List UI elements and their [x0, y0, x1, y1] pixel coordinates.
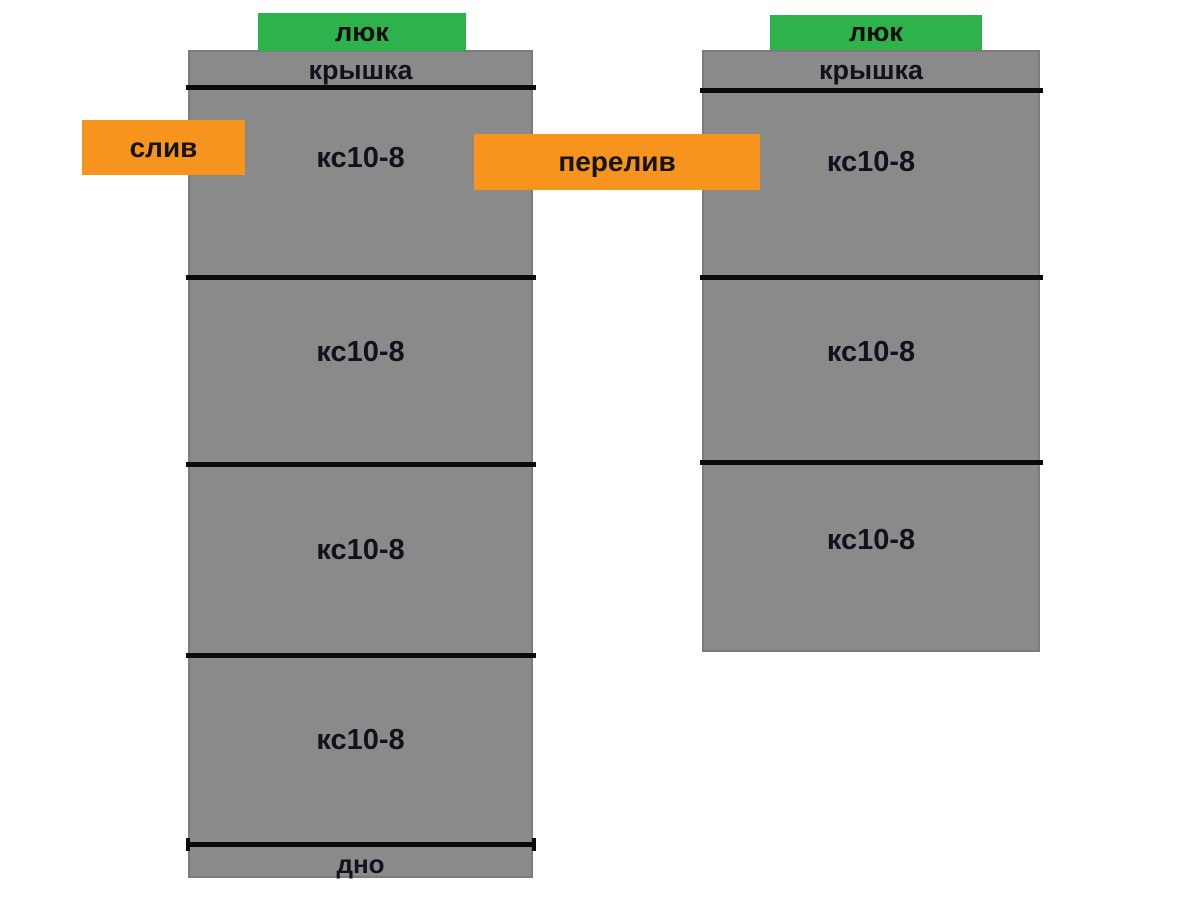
overflow-callout-label: перелив: [558, 146, 676, 177]
right-well-cover-label: крышка: [818, 55, 924, 85]
bottom-slab-line: [186, 838, 536, 851]
drain-callout-label: слив: [129, 131, 198, 163]
left-well-hatch: люк: [258, 13, 466, 51]
ring-joint-line: [186, 462, 536, 467]
ring-joint-line: [700, 275, 1043, 280]
ring-label: кс10-8: [316, 336, 405, 368]
left-well-cover-label: крышка: [308, 55, 413, 85]
ring-label: кс10-8: [316, 142, 405, 174]
ring-label: кс10-8: [316, 724, 405, 756]
left-well-hatch-label: люк: [335, 16, 389, 47]
ring-label: кс10-8: [826, 146, 916, 178]
ring-joint-line: [186, 85, 536, 90]
line-end-tick: [532, 838, 536, 851]
ring-joint-line: [700, 88, 1043, 93]
ring-label: кс10-8: [316, 534, 405, 566]
ring-joint-line: [186, 275, 536, 280]
ring-label: кс10-8: [826, 336, 916, 368]
line-end-tick: [186, 838, 190, 851]
overflow-callout: перелив: [474, 134, 760, 190]
right-well-hatch-label: люк: [849, 17, 903, 47]
right-well-hatch: люк: [770, 15, 982, 50]
ring-joint-line: [186, 653, 536, 658]
ring-joint-line: [700, 460, 1043, 465]
ring-label: кс10-8: [826, 524, 916, 556]
drain-callout: слив: [82, 120, 245, 175]
left-well-bottom-label: дно: [336, 849, 385, 879]
